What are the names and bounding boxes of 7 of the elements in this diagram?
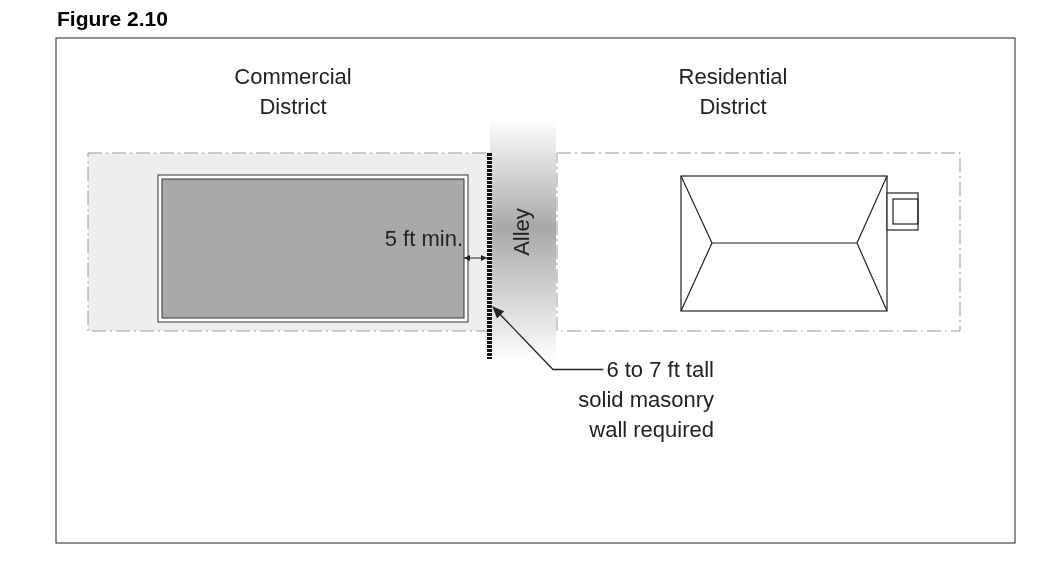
district-label: Residential District [677,63,789,121]
dimension-label: 5 ft min. [383,225,463,253]
district-label: Commercial District [233,63,353,121]
masonry-wall [487,153,492,359]
callout-text: 6 to 7 ft tall solid masonry wall required [576,355,714,445]
figure-title: Figure 2.10 [57,6,168,32]
alley-label: Alley [508,207,535,258]
